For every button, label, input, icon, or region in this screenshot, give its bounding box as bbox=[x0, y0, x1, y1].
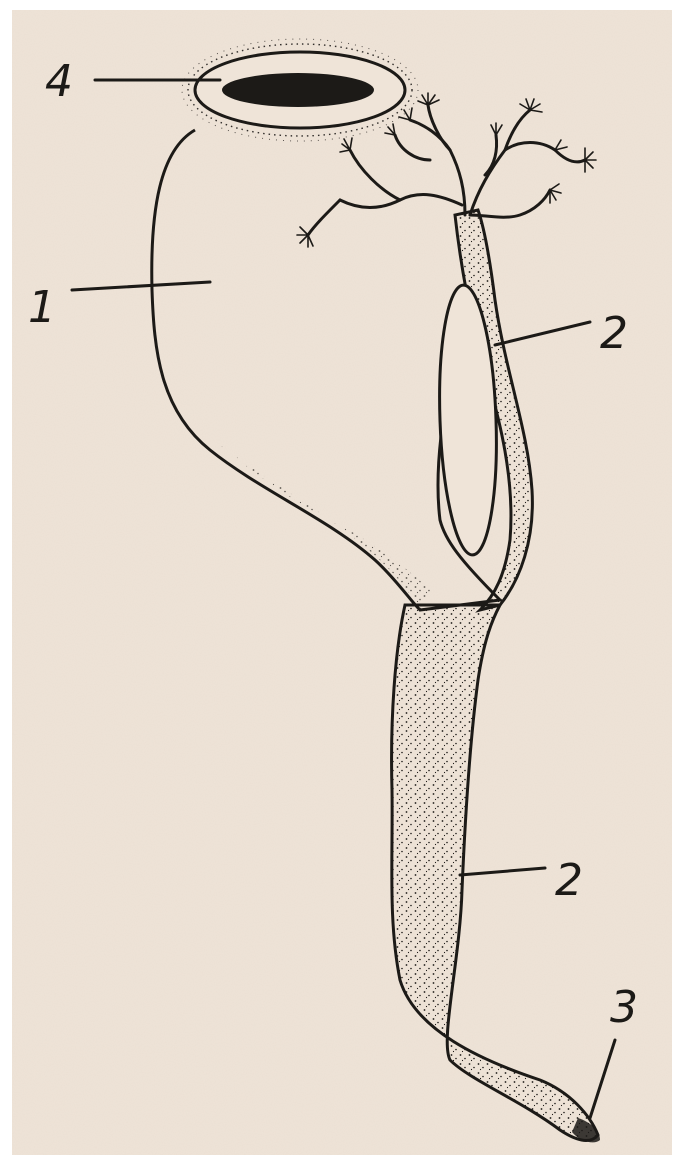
label-2-upper: 2 bbox=[600, 308, 628, 359]
capsule-core bbox=[222, 73, 374, 107]
label-4: 4 bbox=[45, 56, 73, 107]
label-2-lower: 2 bbox=[555, 855, 583, 906]
label-1: 1 bbox=[28, 282, 56, 333]
label-3: 3 bbox=[610, 982, 638, 1033]
